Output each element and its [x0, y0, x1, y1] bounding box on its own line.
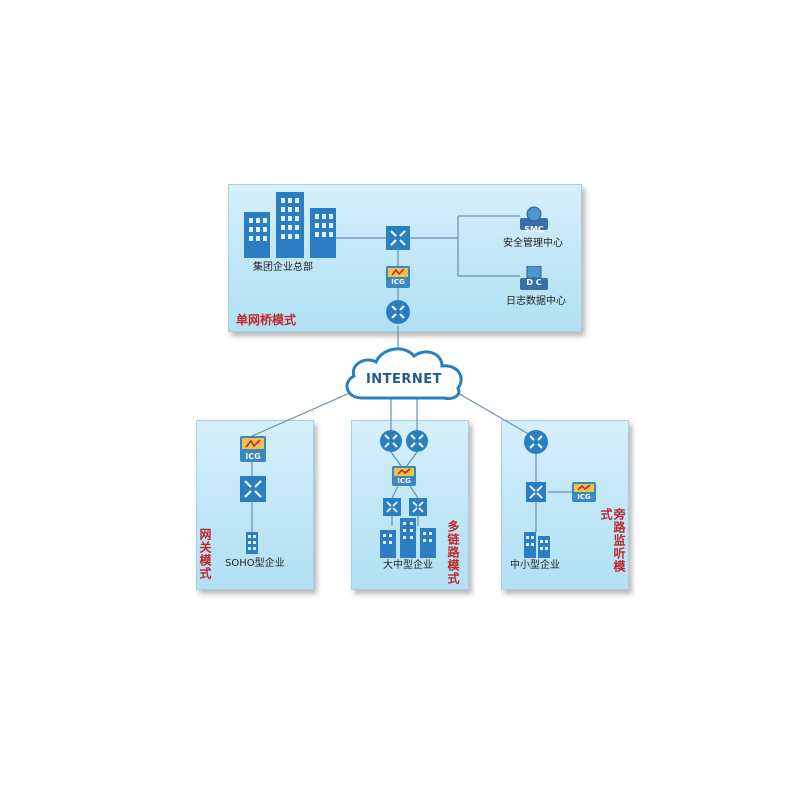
link-ml-icg-r2 [409, 485, 419, 499]
router-icon [409, 498, 427, 516]
icg-device-icon [240, 436, 266, 462]
icg-device-icon [572, 482, 596, 502]
edge-router-icon [406, 430, 428, 452]
soho-label: SOHO型企业 [225, 558, 285, 569]
multilink-mode-label: 多链路模式 [446, 520, 460, 585]
gateway-mode-label: 网关模式 [198, 528, 212, 580]
sme-label: 中小型企业 [510, 560, 560, 571]
router-icon [383, 498, 401, 516]
icg-badge: ICG [577, 493, 591, 501]
router-icon [386, 226, 410, 250]
hq-building-icon [244, 192, 336, 258]
large-building-icon [380, 518, 436, 558]
large-enterprise-label: 大中型企业 [383, 560, 433, 571]
bypass-mode-label: 旁路监听模式 [599, 508, 626, 573]
icg-device-icon [386, 266, 410, 288]
link-cloud-bypass [455, 391, 533, 437]
medium-building-icon [524, 532, 550, 558]
edge-router-icon [524, 430, 548, 454]
icg-badge: ICG [397, 477, 411, 485]
dc-badge: D C [526, 278, 542, 287]
internet-cloud-icon [340, 342, 468, 402]
switch-icon [526, 482, 546, 502]
icg-badge: ICG [245, 452, 261, 461]
link-ml-icg-r1 [391, 485, 399, 499]
router-icon [240, 476, 266, 502]
hq-label: 集团企业总部 [253, 262, 313, 273]
dc-label: 日志数据中心 [506, 296, 566, 307]
edge-router-icon [386, 300, 410, 324]
icg-badge: ICG [391, 278, 405, 286]
link-cloud-gateway [251, 391, 353, 437]
smc-server-icon [520, 206, 548, 230]
internet-label: INTERNET [365, 372, 443, 387]
bypass-panel [501, 420, 629, 590]
small-building-icon [246, 532, 258, 554]
dc-server-icon [520, 266, 548, 290]
bridge-mode-label: 单网桥模式 [236, 313, 297, 327]
edge-router-icon [380, 430, 402, 452]
smc-badge: SMC [524, 225, 544, 234]
icg-device-icon [392, 466, 416, 486]
smc-label: 安全管理中心 [503, 238, 563, 249]
